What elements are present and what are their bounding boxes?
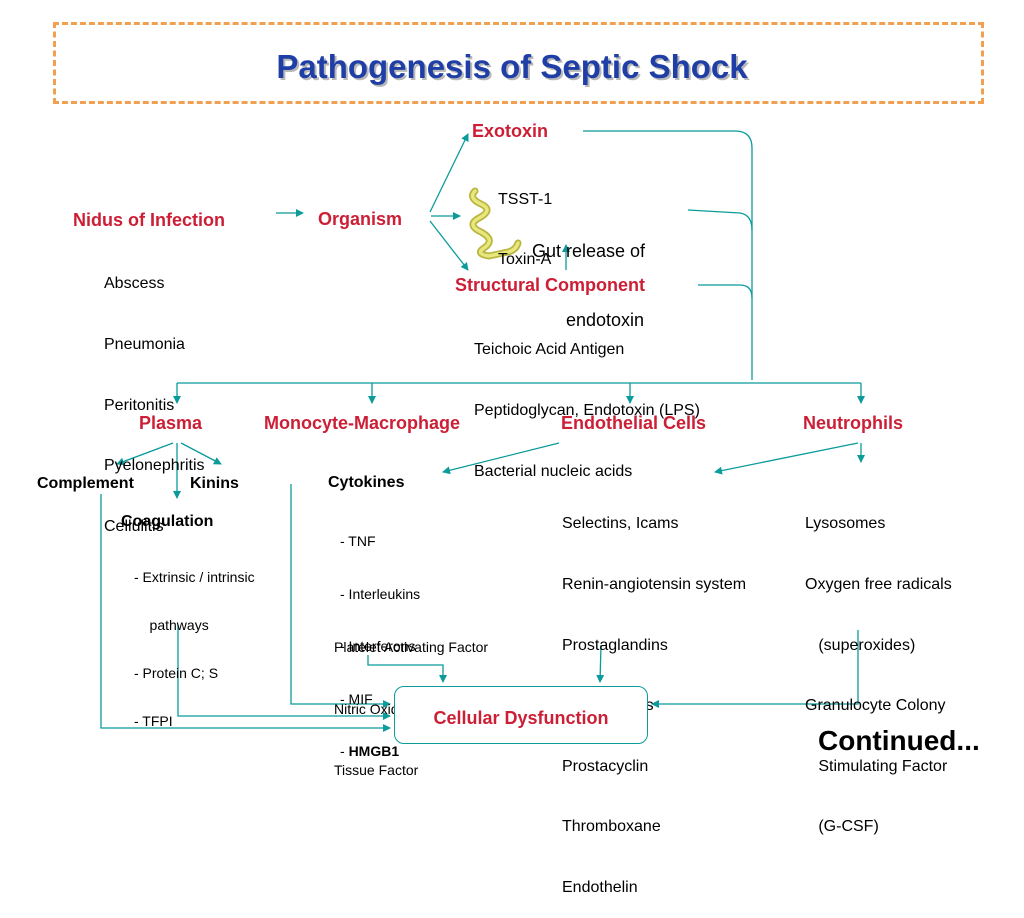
- list-item: TSST-1: [498, 191, 553, 208]
- arrow-plasma-kinins: [180, 442, 222, 465]
- list-item: (superoxides): [805, 636, 916, 654]
- complement-label: Complement: [37, 475, 134, 492]
- line-exotoxin-down: [583, 130, 753, 380]
- structural-list: Teichoic Acid Antigen Peptidoglycan, End…: [474, 300, 700, 502]
- arrow-coagulation-cd: [177, 625, 391, 720]
- list-item: Tissue Factor: [334, 762, 419, 778]
- cellular-dysfunction-box: [394, 686, 648, 744]
- arrow-endothelin-cd: [596, 644, 605, 683]
- organism-heading: Organism: [318, 209, 403, 229]
- nidus-list: Abscess Pneumonia Peritonitis Pyelonephr…: [104, 234, 205, 557]
- list-item: - Interferons: [340, 638, 416, 654]
- list-item: Thromboxane: [562, 818, 661, 836]
- list-item: Platelet Activating Factor: [334, 639, 489, 655]
- arrow-complement-cd: [100, 494, 391, 732]
- arrow-to-selectins: [714, 442, 859, 475]
- gut-release-line: endotoxin: [566, 310, 645, 330]
- plasma-heading: Plasma: [139, 413, 203, 433]
- arrow-plasma-complement: [116, 442, 174, 466]
- list-item: Renin-angiotensin system: [562, 576, 747, 594]
- list-item: Pneumonia: [104, 336, 185, 354]
- exotoxin-heading: Exotoxin: [472, 121, 549, 141]
- list-item: Teichoic Acid Antigen: [474, 341, 625, 359]
- coagulation-label: Coagulation: [121, 513, 214, 530]
- list-item: (G-CSF): [805, 818, 879, 836]
- list-item: Prostaglandins: [562, 636, 668, 654]
- list-item: Abscess: [104, 275, 165, 293]
- list-item: Oxygen free radicals: [805, 576, 952, 594]
- line-gut-down: [687, 209, 753, 231]
- list-item: Peptidoglycan, Endotoxin (LPS): [474, 402, 700, 420]
- list-item: Endothelin: [562, 879, 638, 897]
- monocyte-heading: Monocyte-Macrophage: [264, 413, 461, 433]
- cellular-dysfunction-label: Cellular Dysfunction: [433, 708, 609, 728]
- cytokines-list: - TNF - Interleukins - Interferons - MIF…: [340, 498, 420, 778]
- connector-arrows: [100, 130, 865, 732]
- endothelial-heading: Endothelial Cells: [561, 413, 707, 433]
- list-item: - Protein C; S: [134, 665, 219, 681]
- list-item: Cellulitis: [104, 517, 164, 535]
- cytokines-label: Cytokines: [328, 474, 405, 491]
- list-item: - HMGB1: [340, 743, 420, 761]
- nidus-heading: Nidus of Infection: [73, 210, 225, 230]
- arrow-organism-structural: [429, 220, 469, 271]
- coagulation-list: - Extrinsic / intrinsic pathways - Prote…: [134, 537, 255, 745]
- bacterium-icon: [469, 187, 522, 260]
- arrow-kinins-cd: [290, 484, 391, 708]
- list-item-prefix: -: [340, 743, 349, 759]
- continued-label: Continued...: [818, 725, 980, 756]
- page-title: Pathogenesis of Septic Shock: [276, 48, 748, 85]
- list-item: Granulocyte Colony: [805, 697, 946, 715]
- neutrophils-heading: Neutrophils: [803, 413, 904, 433]
- neutrophils-list: Lysosomes Oxygen free radicals (superoxi…: [805, 474, 952, 858]
- list-item: - Extrinsic / intrinsic: [134, 569, 255, 585]
- list-item: - TFPI: [134, 713, 173, 729]
- list-item: Peritonitis: [104, 396, 175, 414]
- list-item: Bacterial nucleic acids: [474, 462, 633, 480]
- exotoxin-list: TSST-1 Toxin-A: [498, 150, 552, 290]
- list-item: Toxin-A: [498, 251, 552, 268]
- arrow-neutrophils-cd: [651, 630, 859, 708]
- gut-release-line: Gut release of: [532, 241, 646, 261]
- list-item: Stimulating Factor: [805, 757, 948, 775]
- title-frame: [53, 22, 984, 104]
- hmgb1-label: HMGB1: [348, 743, 400, 759]
- gut-release-text: Gut release of endotoxin: [532, 194, 645, 355]
- list-item: Pyelonephritis: [104, 457, 205, 475]
- arrow-to-cytokines: [442, 442, 560, 475]
- list-item: - TNF: [340, 533, 376, 549]
- list-item: pathways: [134, 617, 209, 633]
- kinins-label: Kinins: [190, 475, 239, 492]
- line-structural-down: [698, 284, 753, 299]
- structural-heading: Structural Component: [455, 275, 646, 295]
- list-item: Selectins, Icams: [562, 515, 679, 533]
- list-item: Prostacyclin: [562, 757, 649, 775]
- arrow-tissuefactor-cd: [367, 655, 447, 683]
- arrow-organism-exotoxin: [429, 133, 469, 213]
- list-item: - MIF: [340, 690, 373, 707]
- list-item: Lysosomes: [805, 515, 886, 533]
- list-item: - Interleukins: [340, 585, 421, 602]
